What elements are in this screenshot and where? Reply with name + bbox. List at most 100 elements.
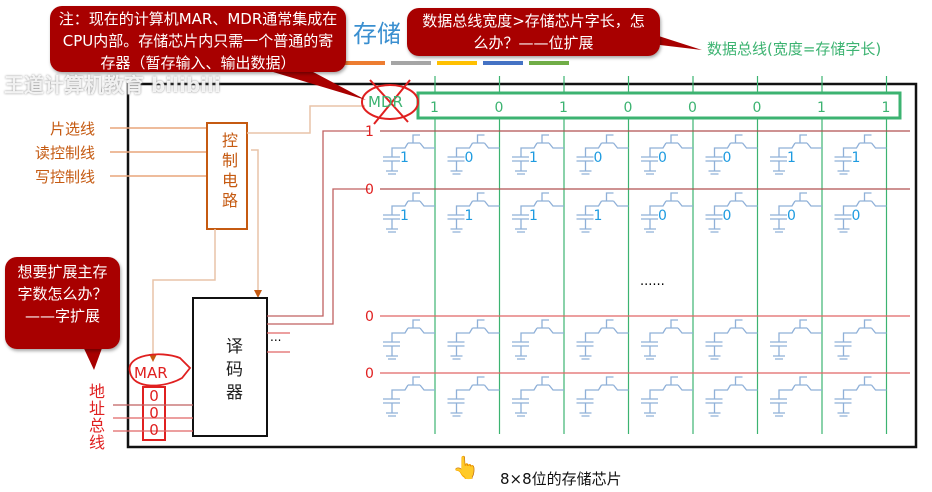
arrow-icon bbox=[149, 354, 157, 362]
chip-select-label: 片选线 bbox=[50, 120, 96, 138]
memory-cell-circuit bbox=[447, 376, 500, 417]
memory-cell-circuit bbox=[512, 319, 564, 360]
mar-bit: 0 bbox=[149, 387, 159, 405]
arrow-icon bbox=[254, 290, 262, 298]
memory-cell-circuit bbox=[834, 192, 887, 233]
mdr-bit: 0 bbox=[495, 100, 504, 116]
decoder-label: 译码器 bbox=[222, 337, 242, 406]
decoder-ellipsis: ... bbox=[270, 330, 282, 344]
mar-bit: 0 bbox=[149, 421, 159, 439]
memory-cell-circuit bbox=[641, 192, 693, 233]
memory-cell-circuit bbox=[705, 192, 758, 233]
mdr-cross-annotation bbox=[373, 79, 411, 125]
callout-bit-expansion: 数据总线宽度>存储芯片字长，怎么办？——位扩展 bbox=[407, 8, 660, 56]
memory-cell-circuit bbox=[834, 376, 887, 417]
word-select-value: 0 bbox=[365, 366, 374, 382]
color-bar bbox=[437, 61, 477, 65]
mdr-cross-annotation bbox=[369, 79, 409, 123]
memory-cell-value: 0 bbox=[465, 150, 474, 166]
memory-cell-circuit bbox=[770, 319, 822, 360]
memory-cell-circuit bbox=[383, 134, 435, 175]
color-bar bbox=[391, 61, 431, 65]
memory-cell-circuit bbox=[576, 376, 629, 417]
memory-cell-value: 0 bbox=[723, 208, 732, 224]
memory-cell-value: 1 bbox=[852, 150, 861, 166]
memory-cell-circuit bbox=[834, 134, 887, 175]
mdr-bit: 1 bbox=[882, 100, 891, 116]
memory-cell-circuit bbox=[447, 134, 500, 175]
mar-label: MAR bbox=[134, 364, 168, 382]
memory-cell-value: 1 bbox=[787, 150, 796, 166]
mdr-label: MDR bbox=[368, 93, 403, 111]
memory-cell-circuit bbox=[383, 319, 435, 360]
chip-boundary bbox=[126, 82, 918, 449]
memory-cell-value: 0 bbox=[787, 208, 796, 224]
mar-circle-annotation bbox=[128, 353, 192, 387]
memory-cell-circuit bbox=[770, 134, 822, 175]
color-bar bbox=[483, 61, 523, 65]
hand-pointer-icon: 👆 bbox=[452, 456, 480, 481]
callout-note: 注：现在的计算机MAR、MDR通常集成在CPU内部。存储芯片内只需一个普通的寄存… bbox=[50, 6, 346, 72]
mdr-bit: 1 bbox=[559, 100, 568, 116]
memory-cell-value: 0 bbox=[852, 208, 861, 224]
memory-cell-value: 1 bbox=[594, 208, 603, 224]
address-bus-label: 地址总线 bbox=[86, 383, 105, 451]
data-bus-label: 数据总线(宽度=存储字长) bbox=[707, 40, 882, 58]
color-bar bbox=[345, 61, 385, 65]
memory-cell-circuit bbox=[705, 134, 758, 175]
memory-cell-value: 0 bbox=[723, 150, 732, 166]
decoder-box bbox=[192, 297, 268, 437]
watermark: 王道计算机教育 bilibili bbox=[4, 73, 221, 97]
memory-cell-value: 1 bbox=[400, 150, 409, 166]
mdr-circle-annotation bbox=[361, 84, 419, 120]
word-select-value: 1 bbox=[365, 124, 374, 140]
mdr-bit: 1 bbox=[430, 100, 439, 116]
caption: 8×8位的存储芯片 bbox=[500, 470, 622, 488]
memory-cell-circuit bbox=[834, 319, 887, 360]
mar-register bbox=[142, 386, 166, 441]
control-to-mar-line bbox=[152, 229, 216, 356]
memory-cell-value: 0 bbox=[594, 150, 603, 166]
mdr-bit: 0 bbox=[624, 100, 633, 116]
memory-cell-value: 1 bbox=[465, 208, 474, 224]
memory-cell-circuit bbox=[641, 134, 693, 175]
memory-cell-circuit bbox=[576, 134, 629, 175]
memory-cell-circuit bbox=[576, 192, 629, 233]
memory-cell-circuit bbox=[641, 376, 693, 417]
color-bar bbox=[529, 61, 569, 65]
word-select-value: 0 bbox=[365, 309, 374, 325]
read-control-label: 读控制线 bbox=[35, 144, 96, 162]
memory-cell-circuit bbox=[512, 192, 564, 233]
decoder-output-line bbox=[267, 130, 370, 317]
memory-cell-circuit bbox=[447, 192, 500, 233]
memory-cell-circuit bbox=[641, 319, 693, 360]
callout-tail bbox=[250, 65, 366, 100]
control-to-mdr-line bbox=[247, 105, 365, 134]
page-title-fragment: 存储 bbox=[353, 20, 401, 48]
middle-ellipsis: ...... bbox=[640, 274, 665, 289]
memory-cell-circuit bbox=[705, 319, 758, 360]
mdr-bit: 0 bbox=[753, 100, 762, 116]
memory-cell-value: 0 bbox=[658, 208, 667, 224]
memory-cell-circuit bbox=[512, 376, 564, 417]
decoder-output-line bbox=[267, 188, 370, 325]
word-select-value: 0 bbox=[365, 182, 374, 198]
memory-cell-circuit bbox=[576, 319, 629, 360]
memory-cell-value: 1 bbox=[529, 208, 538, 224]
memory-cell-circuit bbox=[383, 192, 435, 233]
control-to-decoder-line bbox=[251, 149, 259, 292]
mdr-register bbox=[416, 91, 902, 120]
memory-cell-circuit bbox=[447, 319, 500, 360]
mdr-bit: 1 bbox=[817, 100, 826, 116]
memory-cell-circuit bbox=[512, 134, 564, 175]
mdr-bit: 0 bbox=[688, 100, 697, 116]
memory-cell-circuit bbox=[383, 376, 435, 417]
memory-cell-circuit bbox=[770, 192, 822, 233]
mar-bit: 0 bbox=[149, 404, 159, 422]
control-circuit-box bbox=[206, 122, 248, 230]
memory-cell-value: 1 bbox=[400, 208, 409, 224]
callout-word-expansion: 想要扩展主存字数怎么办？——字扩展 bbox=[5, 257, 120, 349]
memory-cell-circuit bbox=[770, 376, 822, 417]
